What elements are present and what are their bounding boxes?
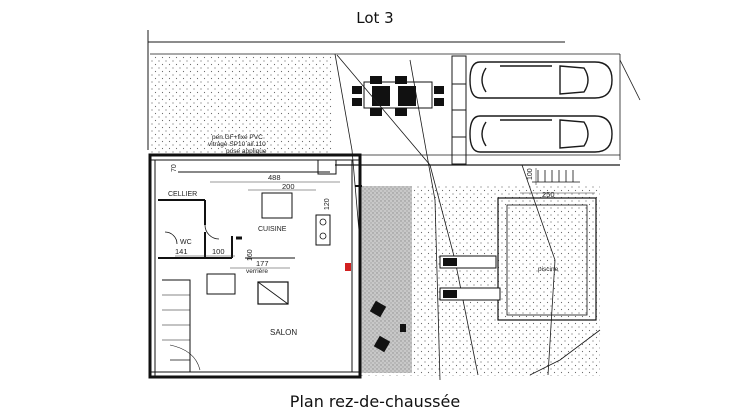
house-walls	[148, 153, 362, 379]
plan-caption: Plan rez-de-chaussée	[289, 392, 461, 411]
pool	[497, 197, 597, 321]
room-label-cellier: CELLIER	[168, 191, 197, 198]
sun-lounger-icon	[439, 255, 501, 301]
verriere-label: verrière	[246, 268, 268, 275]
dimension-160: 160	[247, 249, 254, 261]
plan-title: Lot 3	[356, 9, 394, 27]
dimension-488: 488	[268, 173, 281, 182]
dimension-177: 177	[256, 259, 269, 268]
dimension-100: 100	[212, 247, 225, 256]
dimension-lines	[175, 168, 595, 269]
lot-boundary	[147, 30, 641, 160]
dimension-200: 200	[282, 182, 295, 191]
dimension-120: 120	[324, 198, 331, 210]
door-spec-line-3: pose applique	[226, 148, 267, 155]
car-icon	[469, 115, 613, 153]
dimension-70: 70	[171, 164, 178, 172]
exterior-stairs	[532, 170, 580, 183]
dimension-250: 250	[542, 190, 555, 199]
door-spec-line-2: vitrage SP10 ail.110	[208, 141, 266, 148]
garden-chair-icon	[369, 300, 406, 353]
car-icon	[469, 61, 613, 99]
room-label-piscine: piscine	[538, 266, 559, 273]
room-label-wc: WC	[180, 239, 192, 246]
dimension-100-stairs: 100	[527, 168, 534, 180]
accent-marker	[345, 263, 351, 271]
room-label-cuisine: CUISINE	[258, 226, 287, 233]
dimension-141: 141	[175, 247, 188, 256]
parking-area	[335, 55, 620, 166]
room-label-salon: SALON	[270, 328, 297, 337]
outdoor-table-icon	[352, 76, 444, 116]
door-spec-line-1: pen.GF+fixe PVC	[212, 134, 263, 141]
